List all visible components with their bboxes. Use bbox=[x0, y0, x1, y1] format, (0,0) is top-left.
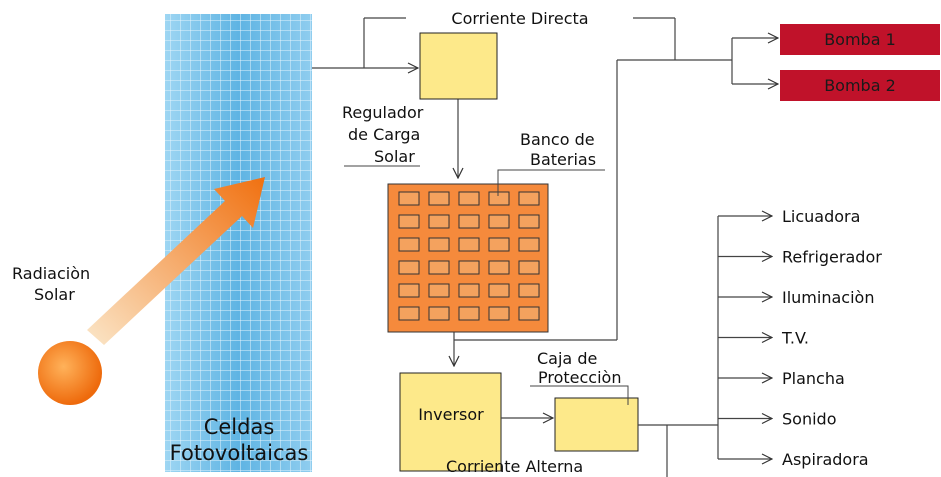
battery-cell bbox=[428, 260, 450, 275]
battery-bank-label-line2: Baterias bbox=[530, 150, 596, 169]
battery-cell bbox=[488, 306, 510, 321]
pv-cells-label-line1: Celdas bbox=[204, 415, 275, 439]
appliance-label: Plancha bbox=[782, 369, 845, 388]
dc-wiring bbox=[312, 17, 778, 366]
protection-label-line1: Caja de bbox=[537, 349, 597, 368]
pv-cells-label-line2: Fotovoltaicas bbox=[170, 441, 309, 465]
pump-box bbox=[780, 70, 940, 101]
solar-radiation-label-line2: Solar bbox=[34, 285, 75, 304]
ac-wiring bbox=[638, 216, 772, 477]
pv-panel bbox=[165, 14, 312, 472]
inverter-label: Inversor bbox=[418, 405, 484, 424]
battery-cell bbox=[428, 214, 450, 229]
battery-cell bbox=[398, 237, 420, 252]
protection-label-pointer bbox=[530, 385, 629, 405]
battery-cell bbox=[488, 214, 510, 229]
appliance-label: Licuadora bbox=[782, 207, 860, 226]
pump-box bbox=[780, 24, 940, 55]
battery-cell bbox=[518, 306, 540, 321]
appliance-label: T.V. bbox=[781, 329, 809, 348]
battery-cell bbox=[518, 191, 540, 206]
solar-radiation-label-line1: Radiaciòn bbox=[12, 264, 90, 283]
battery-cell bbox=[488, 191, 510, 206]
regulator-label-line1: Regulador bbox=[342, 103, 424, 122]
battery-cell bbox=[458, 214, 480, 229]
battery-cell bbox=[398, 214, 420, 229]
battery-cell bbox=[398, 191, 420, 206]
battery-cell bbox=[488, 283, 510, 298]
sun-icon bbox=[38, 341, 102, 405]
battery-cell bbox=[458, 260, 480, 275]
battery-cell bbox=[458, 191, 480, 206]
battery-cell bbox=[488, 260, 510, 275]
inverter-box bbox=[399, 372, 502, 472]
battery-cell bbox=[458, 283, 480, 298]
battery-cell bbox=[518, 283, 540, 298]
charge-regulator-box bbox=[419, 32, 498, 100]
battery-cell bbox=[428, 191, 450, 206]
battery-cells bbox=[398, 191, 540, 321]
direct-current-label: Corriente Directa bbox=[451, 9, 588, 28]
pump-label: Bomba 1 bbox=[824, 30, 896, 49]
battery-cell bbox=[488, 237, 510, 252]
battery-cell bbox=[518, 214, 540, 229]
battery-cell bbox=[428, 237, 450, 252]
battery-cell bbox=[398, 283, 420, 298]
regulator-label-line3: Solar bbox=[374, 147, 415, 166]
protection-label-line2: Protecciòn bbox=[538, 368, 621, 387]
battery-cell bbox=[398, 260, 420, 275]
appliance-label: Iluminaciòn bbox=[782, 288, 874, 307]
battery-bank-label-line1: Banco de bbox=[520, 130, 595, 149]
battery-cell bbox=[518, 237, 540, 252]
appliance-label: Refrigerador bbox=[782, 248, 882, 267]
pump-list: Bomba 1 Bomba 2 bbox=[780, 24, 940, 101]
battery-cell bbox=[428, 283, 450, 298]
battery-cell bbox=[398, 306, 420, 321]
pump-label: Bomba 2 bbox=[824, 76, 896, 95]
appliance-label: Sonido bbox=[782, 410, 836, 429]
battery-cell bbox=[428, 306, 450, 321]
protection-box bbox=[554, 397, 639, 452]
appliance-label: Aspiradora bbox=[782, 450, 869, 469]
radiation-arrow bbox=[87, 177, 265, 345]
battery-cell bbox=[458, 237, 480, 252]
alternating-current-label: Corriente Alterna bbox=[446, 457, 583, 476]
battery-cell bbox=[458, 306, 480, 321]
battery-cell bbox=[518, 260, 540, 275]
battery-label-pointer bbox=[497, 169, 605, 196]
regulator-label-line2: de Carga bbox=[348, 125, 420, 144]
